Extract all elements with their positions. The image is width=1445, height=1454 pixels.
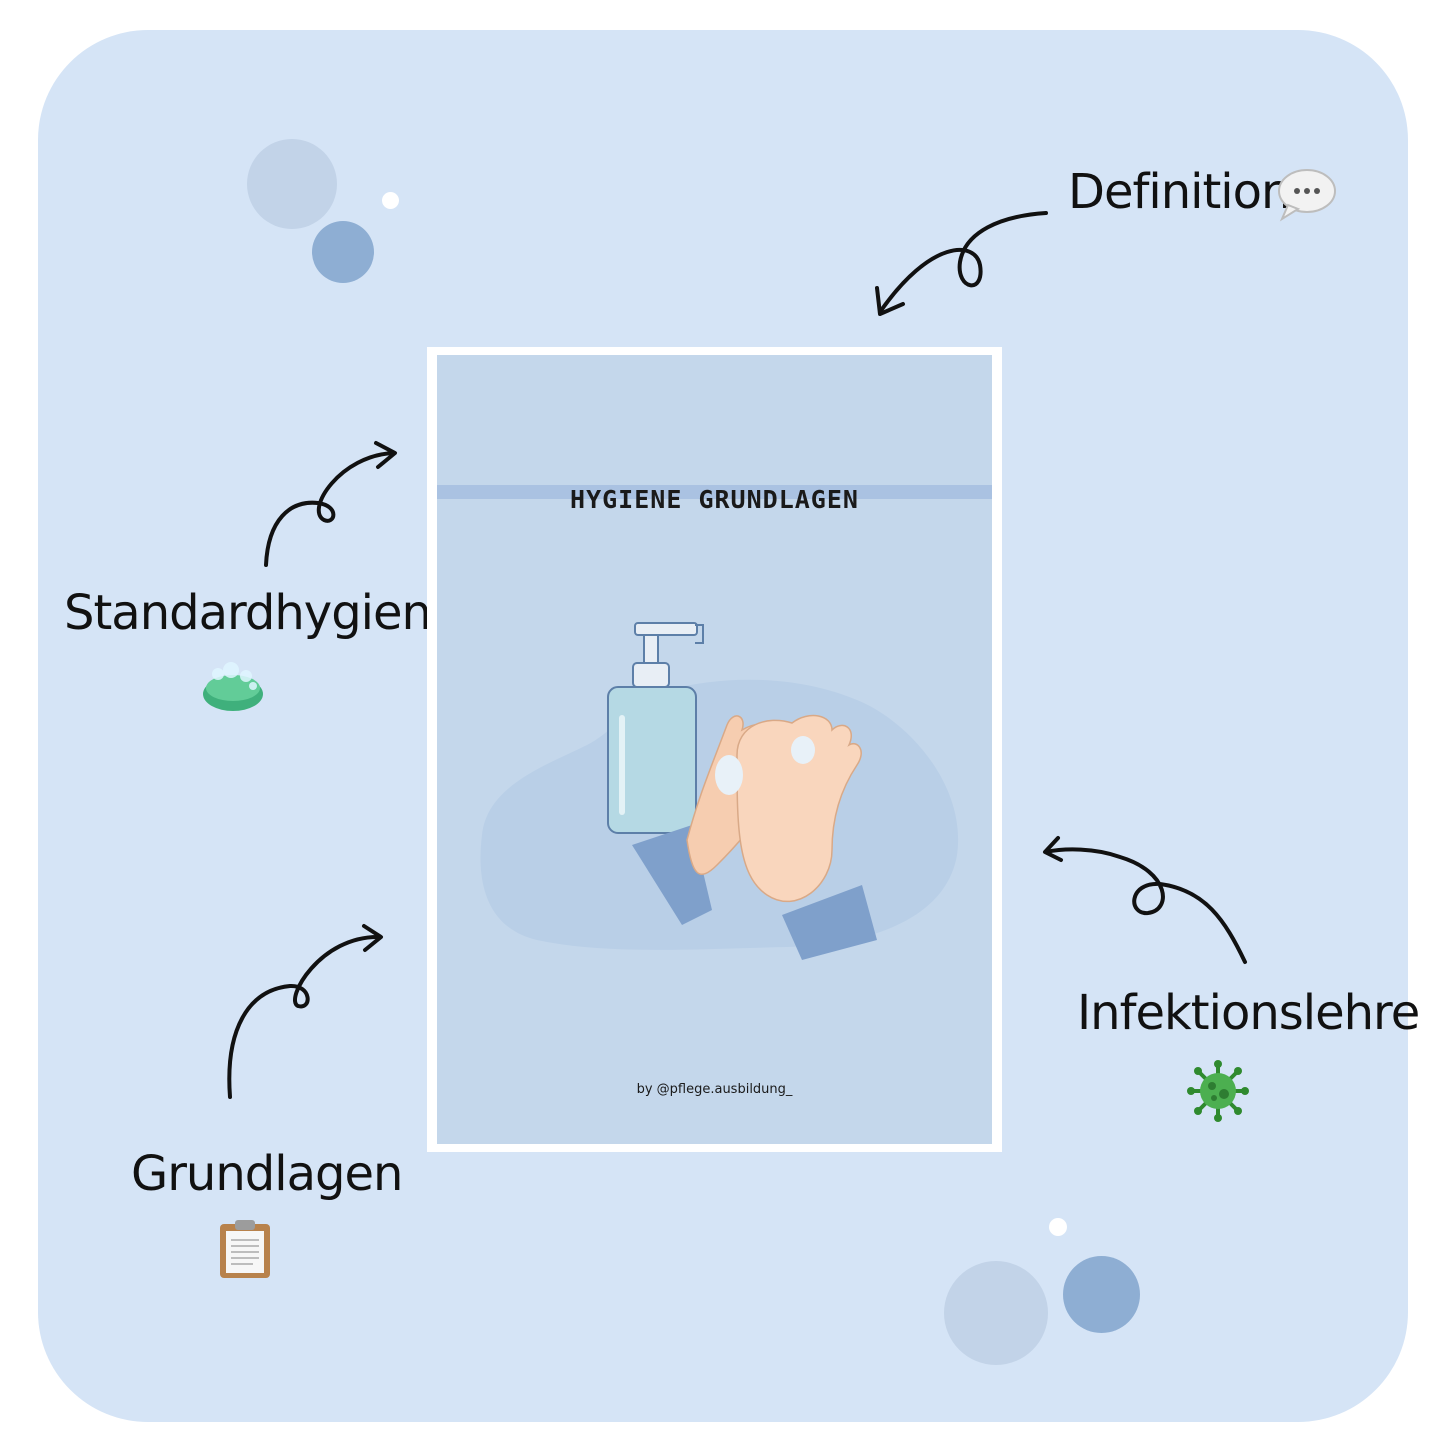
arrow-definition xyxy=(878,211,1048,314)
arrow-grundlagen xyxy=(227,934,382,1099)
speech-bubble-icon xyxy=(1278,169,1336,222)
arrowhead-standardhygiene xyxy=(374,441,397,469)
clipboard-icon xyxy=(220,1220,270,1278)
decor-dot-top xyxy=(382,192,399,209)
label-definition: Definition xyxy=(1068,164,1291,220)
decor-circle-large-bottom xyxy=(944,1261,1048,1365)
arrowhead-grundlagen xyxy=(362,924,383,952)
decor-circle-large-top xyxy=(247,139,337,229)
decor-circle-small-bottom xyxy=(1063,1256,1140,1333)
label-grundlagen: Grundlagen xyxy=(131,1146,403,1202)
arrow-standardhygiene xyxy=(264,451,396,567)
arrow-infektionslehre xyxy=(1044,847,1247,964)
arrowhead-infektionslehre xyxy=(1043,836,1063,862)
cover-card: HYGIENE GRUNDLAGEN xyxy=(427,347,1002,1152)
decor-dot-bottom xyxy=(1049,1218,1067,1236)
right-hand xyxy=(736,714,877,960)
cover-title-band xyxy=(437,485,992,499)
soap-icon xyxy=(203,662,263,711)
label-infektionslehre: Infektionslehre xyxy=(1077,985,1420,1041)
cover-title: HYGIENE GRUNDLAGEN xyxy=(570,485,859,514)
label-standardhygiene: Standardhygiene xyxy=(64,585,460,641)
cover-author: by @pflege.ausbildung_ xyxy=(636,1082,793,1097)
decor-circle-small-top xyxy=(312,221,374,283)
virus-icon xyxy=(1187,1060,1249,1122)
arrowhead-definition xyxy=(875,286,905,316)
soap-bottle xyxy=(607,622,704,834)
handwashing-illustration xyxy=(480,622,959,960)
cover-page: HYGIENE GRUNDLAGEN xyxy=(437,355,992,1144)
